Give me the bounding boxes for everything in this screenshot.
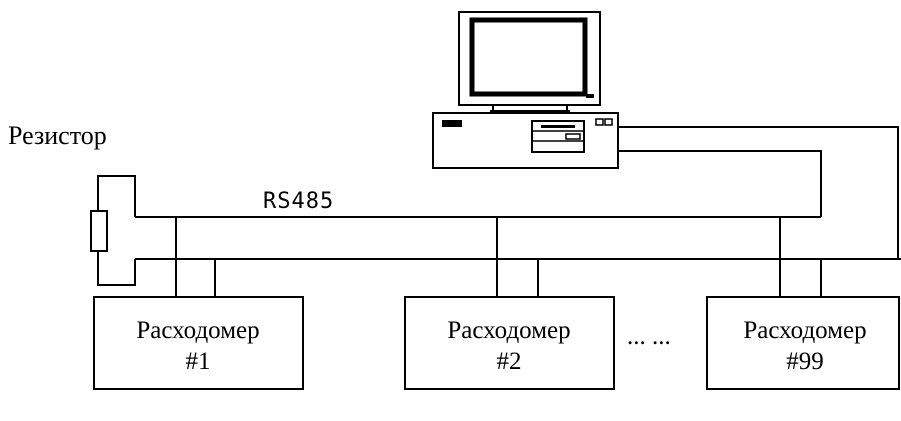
flowmeter-2: Расходомер #2 (404, 296, 615, 390)
resistor (90, 175, 136, 286)
computer-cables (618, 126, 899, 259)
ellipsis-label: ... ... (627, 323, 671, 350)
meter-drops (175, 217, 822, 297)
flowmeter-99-name: Расходомер (743, 317, 866, 344)
flowmeter-99-number: #99 (786, 348, 824, 375)
desktop-computer-icon (432, 11, 619, 169)
flowmeter-99: Расходомер #99 (706, 296, 900, 390)
flowmeter-1-number: #1 (186, 348, 211, 375)
flowmeter-1: Расходомер #1 (93, 296, 304, 390)
resistor-label: Резистор (8, 121, 107, 150)
rs485-label: RS485 (263, 189, 334, 214)
rs485-bus (135, 216, 901, 260)
flowmeter-2-number: #2 (497, 348, 522, 375)
flowmeter-2-name: Расходомер (447, 317, 570, 344)
flowmeter-1-name: Расходомер (136, 317, 259, 344)
